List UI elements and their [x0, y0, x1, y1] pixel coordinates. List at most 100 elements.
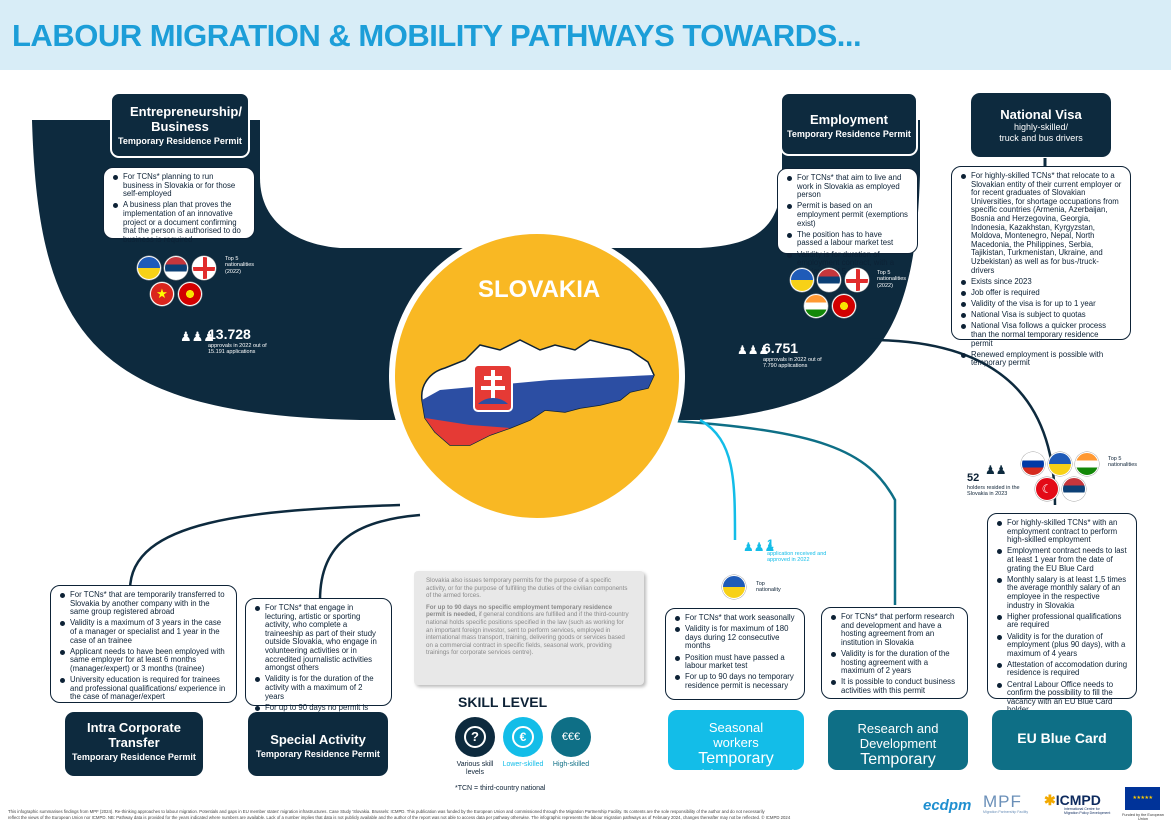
coins-icon: €€€: [551, 717, 591, 757]
research-bullet: It is possible to conduct business activ…: [830, 677, 959, 695]
skill-high-label: High-skilled: [552, 761, 590, 768]
russia-flag: [1021, 452, 1045, 476]
national-visa-bullet: Exists since 2023: [960, 277, 1122, 287]
national-visa-box[interactable]: National Visa highly-skilled/ truck and …: [971, 93, 1111, 157]
employment-box[interactable]: Employment Temporary Residence Permit: [780, 92, 918, 156]
india-flag: [1075, 452, 1099, 476]
turkey-flag: ☾: [1035, 477, 1059, 501]
ict-box[interactable]: Intra Corporate Transfer Temporary Resid…: [65, 712, 203, 776]
entrepreneurship-box[interactable]: Entrepreneurship/ Business Temporary Res…: [110, 92, 250, 158]
eu-blue-card-info: For highly-skilled TCNs* with an employm…: [987, 513, 1137, 714]
national-visa-bullet: National Visa is subject to quotas: [960, 311, 1122, 320]
research-subtitle: Temporary Residence Permit: [834, 751, 962, 786]
grey-note: Slovakia also issues temporary permits f…: [414, 571, 644, 685]
ict-bullet: Validity is a maximum of 3 years in the …: [59, 619, 228, 645]
eu-blue-bullet: Monthly salary is at least 1,5 times the…: [996, 575, 1128, 610]
skill-various-label: Various skill levels: [456, 761, 494, 776]
eu-blue-bullet: Higher professional qualifications are r…: [996, 612, 1128, 630]
north-macedonia-flag: [178, 282, 202, 306]
national-visa-bullet: Job offer is required: [960, 288, 1122, 298]
employment-bullet: Permit is based on an employment permit …: [786, 202, 909, 228]
entrepreneurship-bullet: A business plan that proves the implemen…: [112, 201, 246, 244]
india-flag: [804, 294, 828, 318]
georgia-flag: [845, 268, 869, 292]
page-title: LABOUR MIGRATION & MOBILITY PATHWAYS TOW…: [12, 18, 862, 53]
special-activity-card: For TCNs* that engage in lecturing, arti…: [245, 598, 392, 720]
question-icon: ?: [455, 717, 495, 757]
skill-lower-label: Lower-skilled: [502, 761, 544, 768]
employment-bullet: The position has to have passed a labour…: [786, 230, 909, 248]
eu-blue-top5: Top 5 nationalities: [1108, 456, 1138, 469]
special-activity-subtitle: Temporary Residence Permit: [256, 749, 380, 759]
ukraine-flag: [790, 268, 814, 292]
people-icon: ♟♟♟: [743, 540, 776, 554]
ukraine-flag: [722, 575, 746, 599]
seasonal-box[interactable]: Seasonal workers Temporary Residence Per…: [668, 710, 804, 785]
national-visa-subtitle-2: truck and bus drivers: [999, 133, 1083, 143]
seasonal-count: 1: [767, 537, 774, 551]
national-visa-bullet: Validity of the visa is for up to 1 year: [960, 299, 1122, 309]
special-activity-box[interactable]: Special Activity Temporary Residence Per…: [248, 712, 388, 776]
serbia-flag: [817, 268, 841, 292]
seasonal-subtitle: Temporary Residence Permit: [672, 750, 800, 785]
special-activity-title: Special Activity: [270, 732, 366, 747]
icmpd-logo-text: ICMPD: [1055, 792, 1101, 808]
eu-flag-logo: ★★★★★: [1125, 787, 1160, 810]
seasonal-count-note: application received and approved in 202…: [767, 551, 827, 564]
ukraine-flag: [137, 256, 161, 280]
special-bullet: Validity is for the duration of the acti…: [254, 675, 383, 701]
arch-inner-cut: [260, 120, 782, 248]
header-bar: [0, 0, 1171, 70]
entrepreneurship-count-note: approvals in 2022 out of 15.191 applicat…: [208, 343, 267, 356]
employment-card: For TCNs* that aim to live and work in S…: [777, 168, 918, 275]
employment-title: Employment: [809, 112, 888, 127]
ict-title: Intra Corporate Transfer: [87, 720, 181, 750]
national-visa-subtitle-1: highly-skilled/: [1013, 122, 1069, 132]
slovakia-map: [421, 339, 655, 446]
people-icon: ♟♟: [985, 463, 1007, 477]
entrepreneurship-title: Entrepreneurship/ Business: [130, 104, 242, 134]
ict-subtitle: Temporary Residence Permit: [72, 752, 196, 762]
entrepreneurship-subtitle: Temporary Residence Permit: [118, 136, 242, 146]
icmpd-logo: ✱ICMPD International Centre for Migratio…: [1044, 793, 1114, 815]
eu-blue-bullet: Validity is for the duration of employme…: [996, 632, 1128, 659]
eu-blue-count-note: holders resided in the Slovakia in 2023: [967, 485, 1020, 498]
mpf-logo-text: MPF: [983, 792, 1022, 811]
georgia-flag: [192, 256, 216, 280]
footer-line-2: reflect the views of the European Union …: [8, 815, 791, 820]
vietnam-flag: ★: [150, 282, 174, 306]
grey-note-rest: if general conditions are fulfilled and …: [426, 611, 629, 657]
people-icon: ♟♟♟: [737, 343, 770, 357]
special-bullet: For TCNs* that engage in lecturing, arti…: [254, 603, 383, 673]
eu-blue-bullet: Central Labour Office needs to confirm t…: [996, 680, 1128, 715]
national-visa-bullet: Renewed employment is possible with temp…: [960, 350, 1122, 368]
employment-bullet: For TCNs* that aim to live and work in S…: [786, 173, 909, 200]
ict-bullet: For TCNs* that are temporarily transferr…: [59, 590, 228, 617]
skill-level-title: SKILL LEVEL: [458, 694, 548, 710]
national-visa-card: For highly-skilled TCNs* that relocate t…: [951, 166, 1131, 367]
eu-blue-box[interactable]: EU Blue Card: [992, 710, 1132, 770]
research-bullet: For TCNs* that perform research and deve…: [830, 612, 959, 647]
entrepreneurship-top5: Top 5 nationalities (2022): [225, 256, 255, 275]
seasonal-bullet: Validity is for maximum of 180 days duri…: [674, 624, 796, 651]
eu-funded-label: Funded by the European Union: [1122, 813, 1164, 821]
seasonal-bullet: For TCNs* that work seasonally: [674, 613, 796, 623]
connector-research: [659, 418, 897, 605]
national-visa-bullet: National Visa follows a quicker process …: [960, 322, 1122, 348]
eu-blue-count: 52: [967, 472, 980, 484]
employment-count-note: approvals in 2022 out of 7.790 applicati…: [763, 357, 822, 370]
seasonal-bullet: Position must have passed a labour marke…: [674, 653, 796, 671]
seasonal-title: Seasonal workers: [708, 720, 764, 750]
slovakia-label: SLOVAKIA: [478, 276, 601, 303]
employment-subtitle: Temporary Residence Permit: [787, 129, 911, 139]
footer-line-1: This infographic summarises findings fro…: [8, 809, 765, 814]
tcn-footnote: *TCN = third-country national: [455, 785, 546, 792]
mpf-logo: MPF Migration Partnership Facility: [983, 793, 1037, 814]
research-bullet: Validity is for the duration of the host…: [830, 649, 959, 676]
eu-blue-bullet: Attestation of accomodation during resid…: [996, 660, 1128, 678]
research-box[interactable]: Research and Development Temporary Resid…: [828, 710, 968, 786]
employment-top5: Top 5 nationalities (2022): [877, 270, 907, 289]
ict-card: For TCNs* that are temporarily transferr…: [50, 585, 237, 703]
employment-count: 6.751: [763, 340, 799, 356]
national-visa-bullet: For highly-skilled TCNs* that relocate t…: [960, 171, 1122, 275]
